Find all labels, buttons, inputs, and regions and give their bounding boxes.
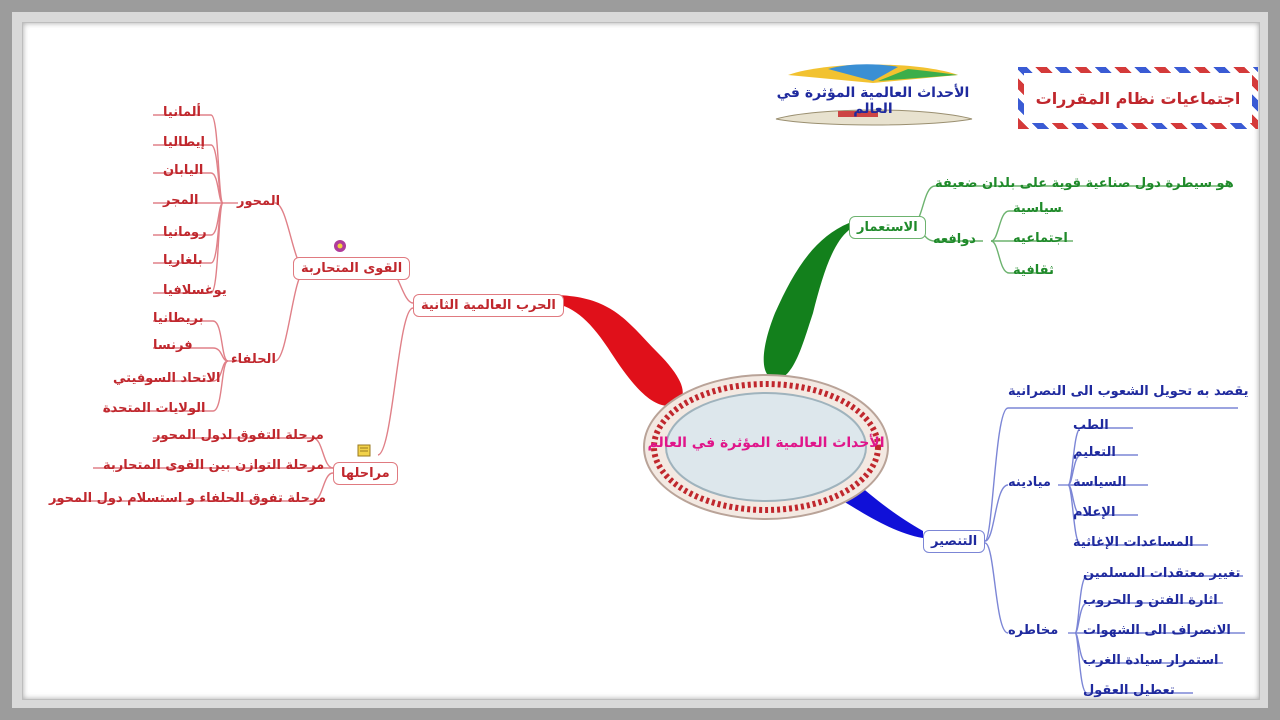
header-stamp: اجتماعيات نظام المقررات	[1018, 67, 1258, 129]
note-icon	[357, 444, 371, 457]
danger-item: تغيير معتقدات المسلمين	[1083, 566, 1241, 581]
colonialism-definition: هو سيطرة دول صناعية قوية على بلدان ضعيفة	[935, 176, 1234, 191]
allies-item: الاتحاد السوفيتي	[113, 371, 221, 386]
motive-item: ثقافية	[1013, 263, 1054, 278]
ww2-branch-bulb	[551, 295, 683, 406]
header-illustration-caption: الأحداث العالمية المؤثرة في العالم	[776, 85, 970, 117]
colonialism-node[interactable]: الاستعمار	[849, 216, 926, 239]
allies-item: فرنسا	[153, 338, 193, 353]
allies-item: بريطانيا	[153, 311, 204, 326]
allies-item: الولايات المتحدة	[103, 401, 206, 416]
stage-item: مرحلة تفوق الحلفاء و استسلام دول المحور	[49, 491, 327, 506]
dangers-node[interactable]: مخاطره	[1008, 623, 1059, 638]
center-node[interactable]: الأحداث العالمية المؤثرة في العالم	[641, 373, 891, 521]
danger-item: تعطيل العقول	[1083, 683, 1175, 698]
motive-item: سياسية	[1013, 201, 1062, 216]
motives-node[interactable]: دوافعه	[933, 232, 976, 247]
center-label: الأحداث العالمية المؤثرة في العالم	[647, 435, 885, 451]
field-item: التعليم	[1073, 445, 1116, 460]
danger-item: الانصراف الى الشهوات	[1083, 623, 1231, 638]
axis-item: ألمانيا	[163, 105, 202, 120]
stage-item: مرحلة التفوق لدول المحور	[153, 428, 324, 443]
flower-icon	[334, 240, 346, 252]
allies-node[interactable]: الحلفاء	[231, 352, 276, 367]
field-item: الطب	[1073, 418, 1109, 433]
mind-map-canvas: اجتماعيات نظام المقررات الأحداث العالمية…	[22, 22, 1260, 700]
evangelism-definition: يقصد به تحويل الشعوب الى النصرانية	[1008, 384, 1249, 399]
axis-item: المجر	[163, 193, 199, 208]
center-plate	[643, 374, 889, 520]
umbrella-icon	[775, 64, 973, 126]
axis-item: إيطاليا	[163, 135, 205, 150]
axis-item: يوغسلافيا	[163, 283, 227, 298]
stages-node[interactable]: مراحلها	[333, 462, 398, 485]
field-item: الإعلام	[1073, 505, 1116, 520]
slide-frame: اجتماعيات نظام المقررات الأحداث العالمية…	[12, 12, 1268, 708]
stage-item: مرحلة التوازن بين القوى المتحاربة	[103, 458, 325, 473]
axis-item: اليابان	[163, 163, 204, 178]
header-title: اجتماعيات نظام المقررات	[1035, 88, 1241, 108]
danger-item: اثارة الفتن و الحروب	[1083, 593, 1218, 608]
ww2-node[interactable]: الحرب العالمية الثانية	[413, 294, 564, 317]
field-item: المساعدات الإغاثية	[1073, 535, 1194, 550]
fields-node[interactable]: ميادينه	[1008, 475, 1051, 490]
axis-item: بلغاريا	[163, 253, 203, 268]
colonialism-branch-bulb	[763, 223, 849, 380]
evangelism-node[interactable]: التنصير	[923, 530, 986, 553]
danger-item: استمرار سيادة الغرب	[1083, 653, 1219, 668]
axis-node[interactable]: المحور	[237, 194, 281, 209]
belligerent-powers-node[interactable]: القوى المتحاربة	[293, 257, 411, 280]
header-illustration: الأحداث العالمية المؤثرة في العالم	[768, 61, 978, 129]
axis-item: رومانيا	[163, 225, 207, 240]
motive-item: اجتماعيه	[1013, 231, 1068, 246]
field-item: السياسة	[1073, 475, 1127, 490]
